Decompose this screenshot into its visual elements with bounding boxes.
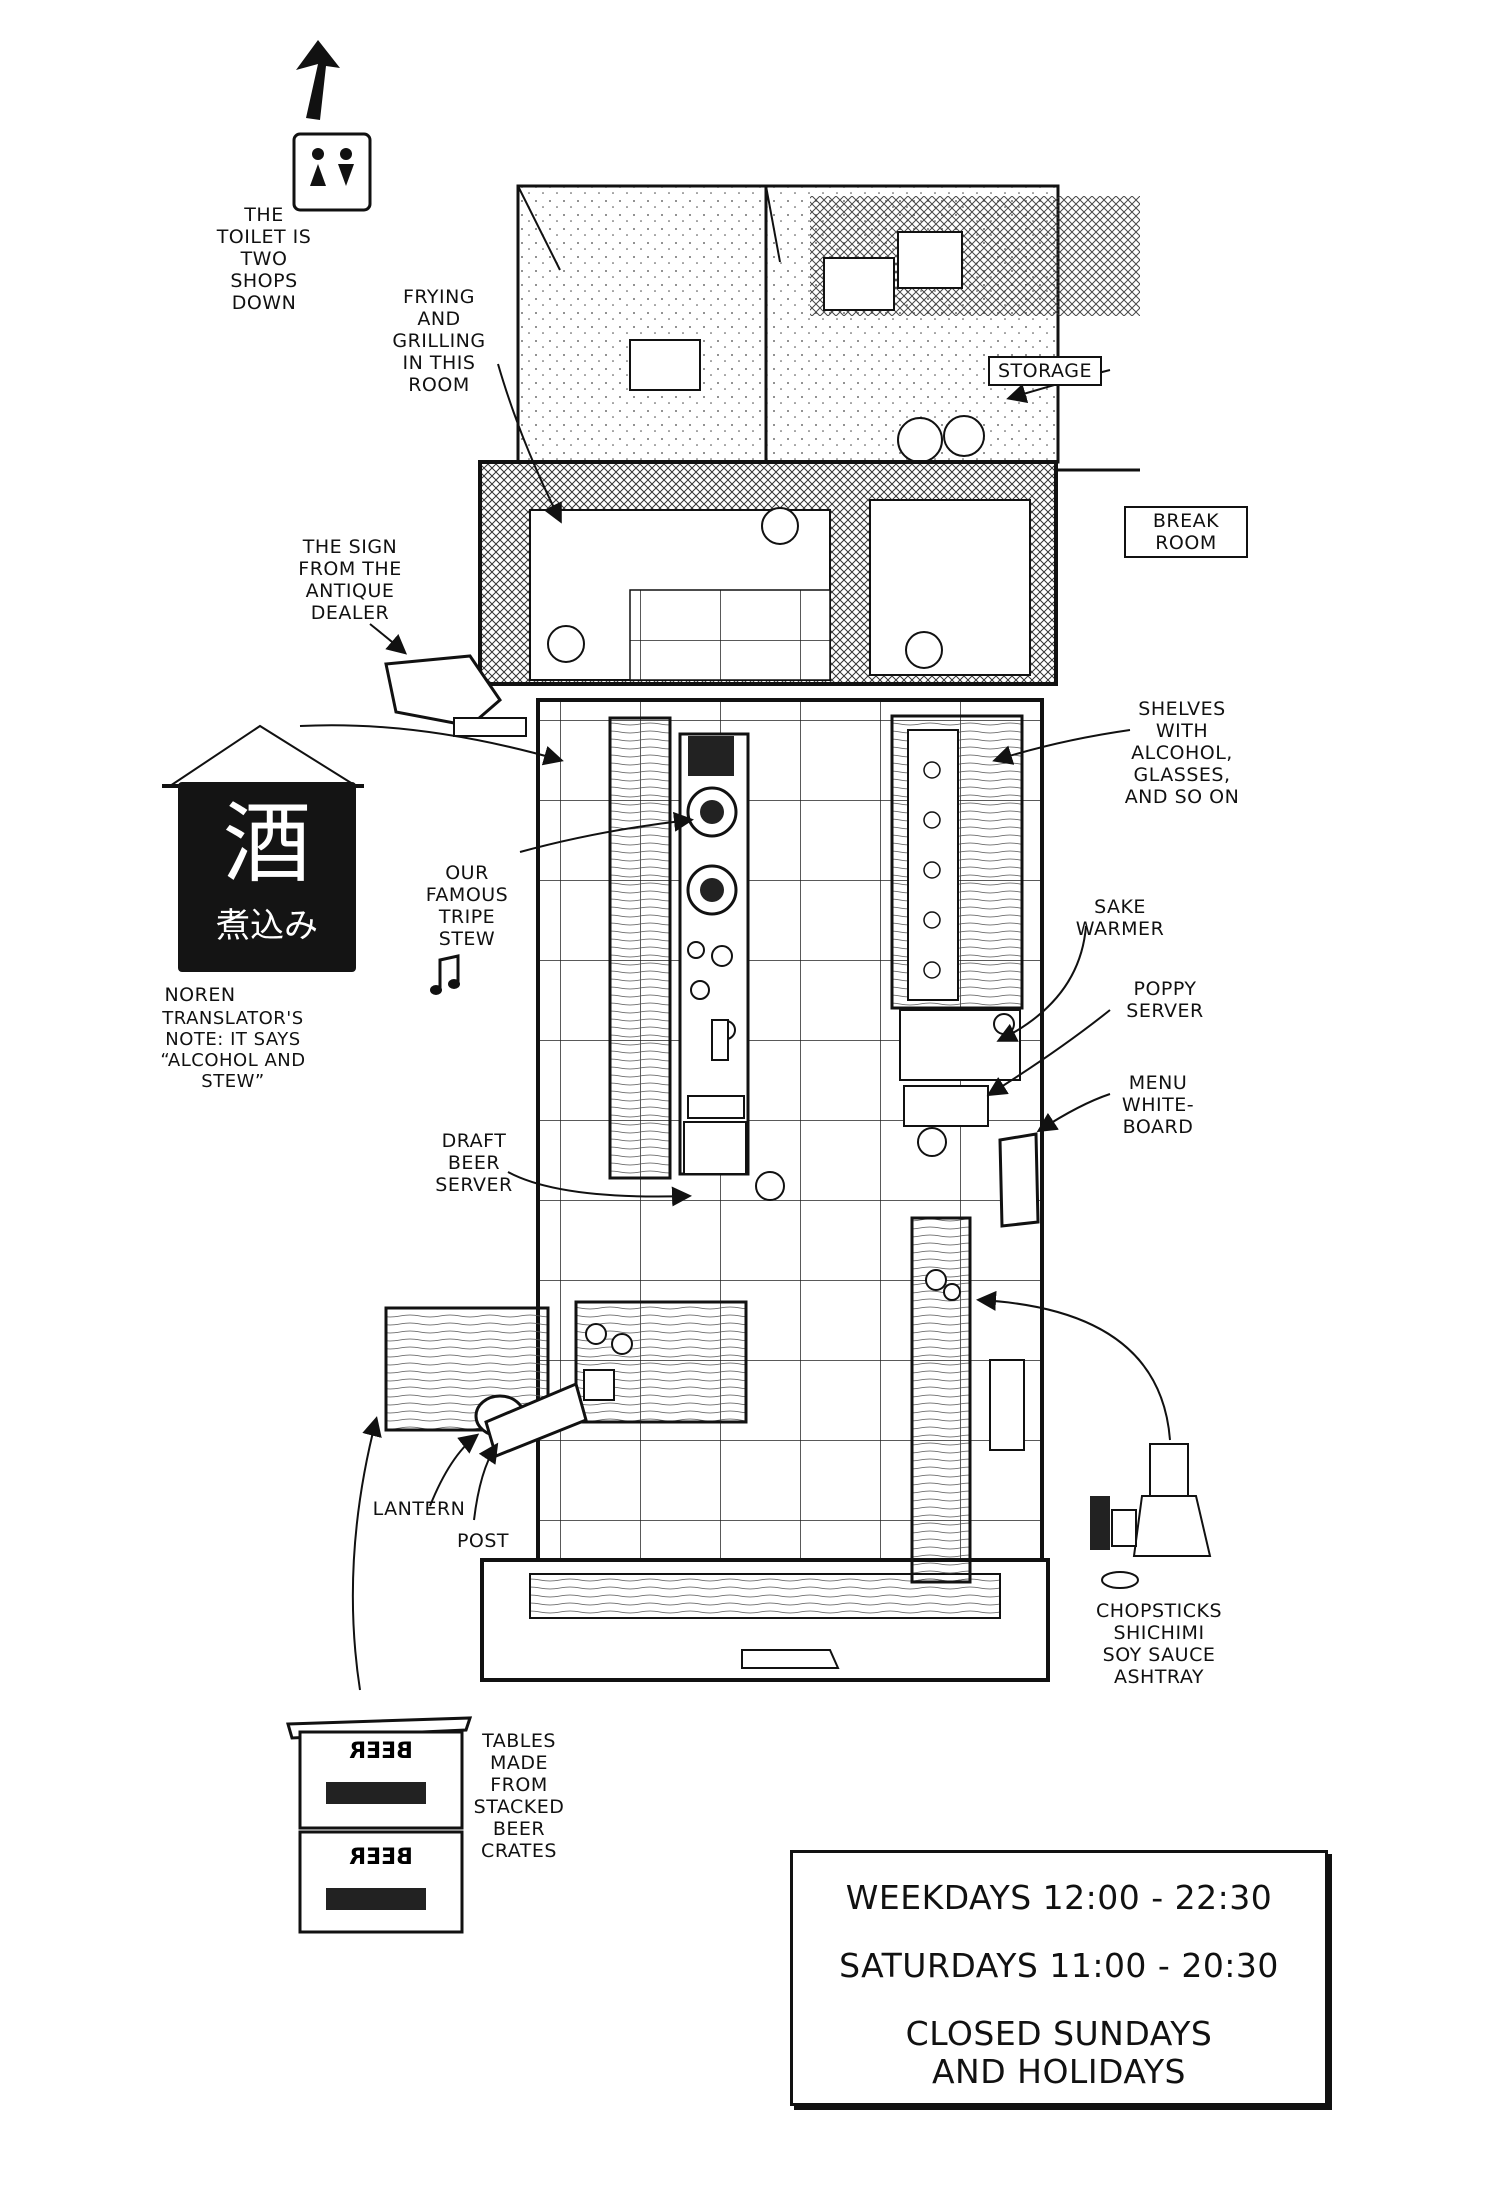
label-crate-tables: TABLES MADE FROM STACKED BEER CRATES xyxy=(473,1730,565,1862)
hours-weekdays: WEEKDAYS 12:00 - 22:30 xyxy=(845,1878,1273,1917)
beer-crate-stack xyxy=(286,1716,473,1934)
label-break-room: BREAK ROOM xyxy=(1124,506,1248,558)
label-noren: NOREN xyxy=(164,984,236,1006)
translator-note: TRANSLATOR'S NOTE: IT SAYS “ALCOHOL AND … xyxy=(160,1008,306,1092)
up-arrow-icon xyxy=(296,40,340,120)
label-tripe-stew: OUR FAMOUS TRIPE STEW xyxy=(425,862,509,950)
label-storage: STORAGE xyxy=(988,356,1102,386)
label-menu-whiteboard: MENU WHITE- BOARD xyxy=(1121,1072,1195,1138)
label-poppy-server: POPPY SERVER xyxy=(1126,978,1204,1022)
label-draft-beer-server: DRAFT BEER SERVER xyxy=(435,1130,513,1196)
restroom-icon xyxy=(292,132,372,212)
crate-bottom-print: BEER xyxy=(349,1845,413,1870)
label-frying-room: FRYING AND GRILLING IN THIS ROOM xyxy=(392,286,486,396)
opening-hours-box: WEEKDAYS 12:00 - 22:30 SATURDAYS 11:00 -… xyxy=(790,1850,1328,2106)
crate-top-print: BEER xyxy=(349,1739,413,1764)
label-condiments: CHOPSTICKS SHICHIMI SOY SAUCE ASHTRAY xyxy=(1095,1600,1223,1688)
hours-saturdays: SATURDAYS 11:00 - 20:30 xyxy=(839,1946,1279,1985)
label-antique-sign: THE SIGN FROM THE ANTIQUE DEALER xyxy=(298,536,402,624)
label-toilet: THE TOILET IS TWO SHOPS DOWN xyxy=(216,204,312,314)
label-lantern: LANTERN xyxy=(372,1498,466,1520)
hours-closed: CLOSED SUNDAYS AND HOLIDAYS xyxy=(905,2014,1213,2091)
music-note-icon xyxy=(430,954,460,995)
label-post: POST xyxy=(456,1530,510,1552)
label-shelves: SHELVES WITH ALCOHOL, GLASSES, AND SO ON xyxy=(1124,698,1240,808)
label-sake-warmer: SAKE WARMER xyxy=(1075,896,1165,940)
noren-sign: 酒 煮込み xyxy=(178,782,356,972)
noren-stew-text: 煮込み xyxy=(216,906,318,946)
noren-sake-character: 酒 xyxy=(222,792,311,895)
